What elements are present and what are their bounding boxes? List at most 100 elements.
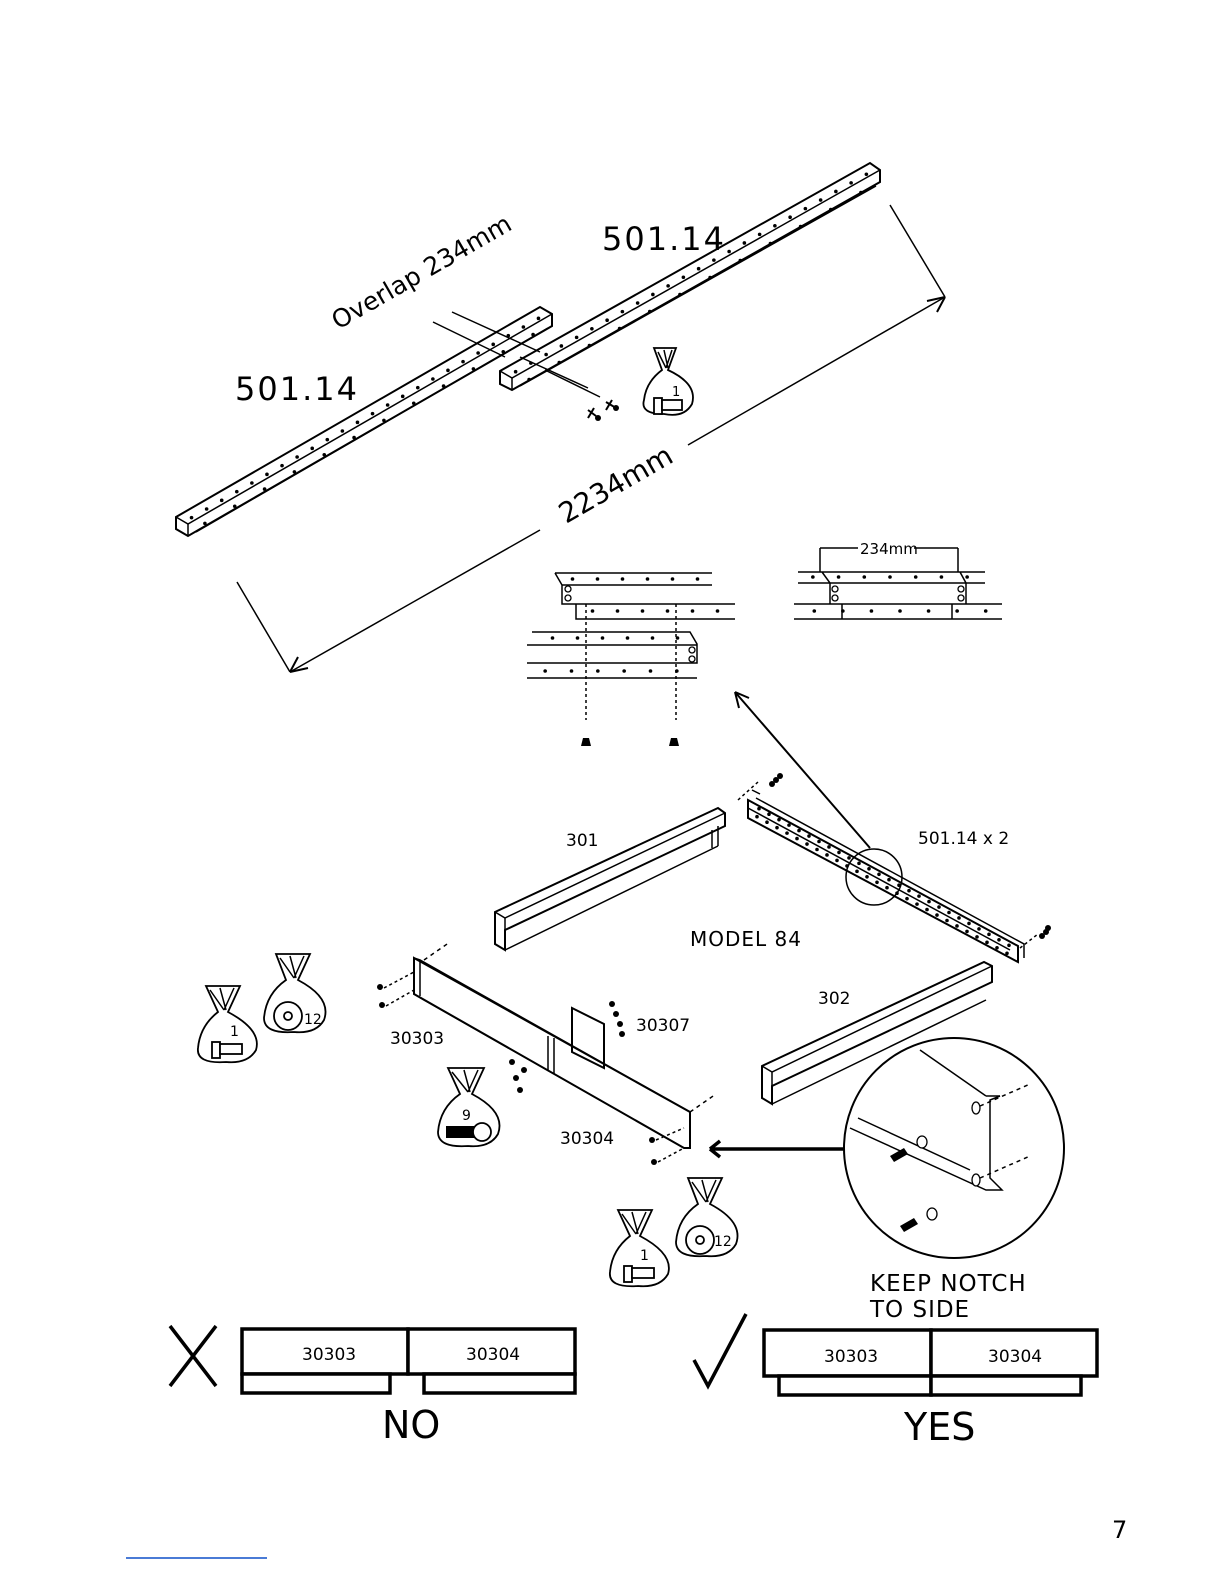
rail-hole (859, 191, 863, 195)
rail-hole (636, 301, 640, 305)
rail-hole (727, 250, 731, 254)
rail-hole (616, 609, 620, 613)
label-part-30307: 30307 (636, 1016, 690, 1036)
rail-hole (543, 669, 547, 673)
label-overlap: Overlap 234mm (327, 209, 517, 335)
label-model: MODEL 84 (690, 927, 802, 951)
rail-hole (671, 577, 675, 581)
rail-hole (626, 636, 630, 640)
rail-hole (947, 911, 951, 915)
rail-hole (812, 609, 816, 613)
rail-hole (885, 886, 889, 890)
footer-link-line (126, 1557, 267, 1559)
rail-hole (965, 575, 969, 579)
rail-hole (815, 848, 819, 852)
rail-hole (666, 284, 670, 288)
detail-arrow (735, 692, 870, 848)
rail-hole (965, 930, 969, 934)
rail-hole (804, 207, 808, 211)
rail-hole (588, 344, 592, 348)
rail-hole (977, 927, 981, 931)
rail-hole (596, 577, 600, 581)
rail-501-14-right (500, 163, 880, 390)
page-number: 7 (1112, 1516, 1127, 1544)
rail-hole (905, 897, 909, 901)
svg-text:1: 1 (230, 1024, 239, 1040)
rail-hole (205, 507, 209, 511)
caption-yes: YES (903, 1405, 975, 1449)
rail-hole (738, 259, 742, 263)
rail-hole (356, 421, 360, 425)
rail-hole (325, 438, 329, 442)
rail-hole (472, 367, 476, 371)
rail-hole (412, 401, 416, 405)
rail-hole (708, 276, 712, 280)
rail-hole (817, 840, 821, 844)
label-rail-right: 501.14 (602, 220, 726, 258)
rail-hole (862, 575, 866, 579)
rail-hole (955, 609, 959, 613)
rail-hole (371, 412, 375, 416)
rail-hole (571, 577, 575, 581)
rail-hole (875, 880, 879, 884)
rail-hole (697, 267, 701, 271)
rail-hole (870, 609, 874, 613)
rail-hole (847, 856, 851, 860)
rail-hole (788, 215, 792, 219)
rail-hole (651, 636, 655, 640)
rail-hole (675, 669, 679, 673)
rail-hole (773, 224, 777, 228)
svg-text:9: 9 (462, 1108, 471, 1124)
label-detail-234mm: 234mm (860, 540, 918, 558)
hardware-bag-washer-left: 12 (264, 954, 326, 1032)
rail-hole (310, 447, 314, 451)
rail-hole (666, 609, 670, 613)
checkmark-icon (694, 1314, 746, 1386)
rail-hole (341, 429, 345, 433)
cross-icon (170, 1326, 216, 1386)
rail-hole (975, 935, 979, 939)
rail-hole (877, 872, 881, 876)
rail-hole (649, 669, 653, 673)
rail-hole (501, 350, 505, 354)
rail-hole (190, 516, 194, 520)
rail-hole (887, 878, 891, 882)
rail-hole (937, 905, 941, 909)
rail-hole (945, 919, 949, 923)
rail-hole (984, 609, 988, 613)
svg-text:1: 1 (672, 385, 680, 400)
right-left-label: 30303 (824, 1347, 878, 1367)
rail-hole (927, 609, 931, 613)
label-part-302: 302 (818, 989, 850, 1009)
rail-hole (955, 924, 959, 928)
rail-hole (857, 862, 861, 866)
rail-hole (927, 900, 931, 904)
rail-hole (898, 609, 902, 613)
rail-hole (203, 522, 207, 526)
rail-hole (907, 889, 911, 893)
rail-hole (888, 575, 892, 579)
rail-hole (716, 609, 720, 613)
side-rail-302 (762, 962, 992, 1104)
rail-hole (621, 577, 625, 581)
hardware-bag-screw-left: 1 (198, 986, 257, 1062)
label-part-30304: 30304 (560, 1129, 614, 1149)
rail-hole (280, 464, 284, 468)
hardware-bag-screw-bottom: 1 (610, 1210, 669, 1286)
screw-pair (588, 400, 619, 421)
rail-hole (531, 333, 535, 337)
rail-hole (544, 353, 548, 357)
hardware-bag-washer-bottom: 12 (676, 1178, 738, 1256)
rail-hole (795, 837, 799, 841)
wrong-left-label: 30303 (302, 1345, 356, 1365)
rail-hole (235, 490, 239, 494)
rail-hole (641, 609, 645, 613)
rail-hole (605, 318, 609, 322)
rail-hole (917, 894, 921, 898)
rail-hole (382, 419, 386, 423)
detail-overlap-exploded (527, 573, 735, 746)
rail-hole (416, 386, 420, 390)
label-keep-notch-2: TO SIDE (869, 1297, 970, 1323)
rail-hole (293, 470, 297, 474)
rail-hole (827, 845, 831, 849)
